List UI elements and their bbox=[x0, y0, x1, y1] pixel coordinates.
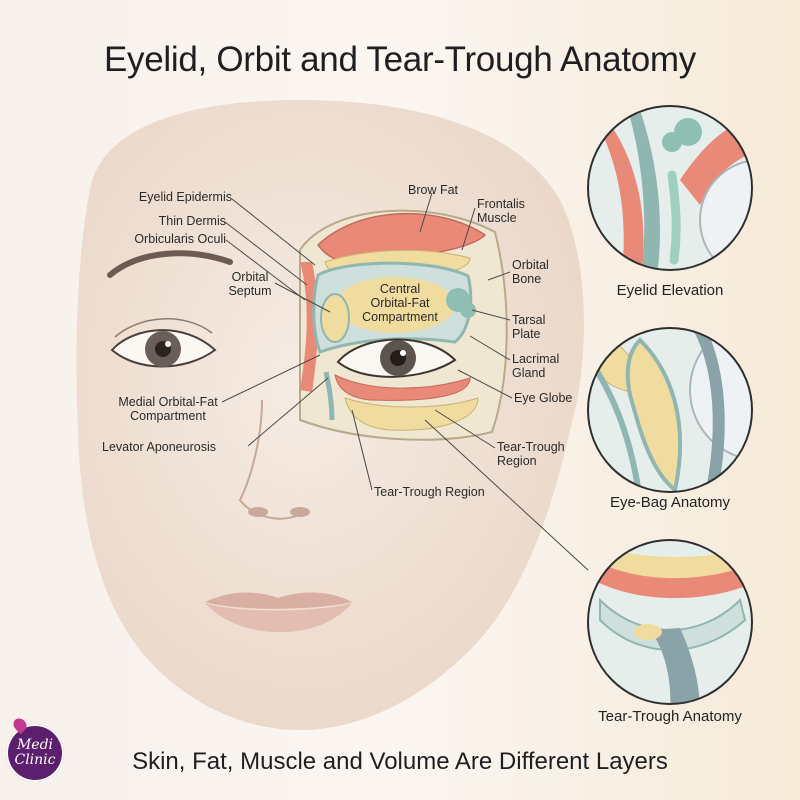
label-orbital-septum: Orbital Septum bbox=[228, 270, 272, 298]
bottom-caption: Skin, Fat, Muscle and Volume Are Differe… bbox=[132, 748, 668, 775]
label-brow-fat: Brow Fat bbox=[408, 183, 459, 197]
label-tarsal-plate: Tarsal Plate bbox=[512, 313, 546, 341]
upper-lip bbox=[205, 592, 352, 609]
lower-lid-muscle bbox=[334, 374, 471, 401]
left-eyebrow bbox=[107, 250, 233, 278]
nose bbox=[238, 399, 306, 520]
label-thin-dermis: Thin Dermis bbox=[158, 214, 226, 228]
panel-caption-eye-bag: Eye-Bag Anatomy bbox=[609, 494, 731, 511]
label-orbicularis-oculi: Orbicularis Oculi bbox=[134, 232, 226, 246]
cutaway-section bbox=[299, 209, 508, 441]
label-eyelid-epidermis: Eyelid Epidermis bbox=[138, 190, 232, 204]
label-levator-aponeurosis: Levator Aponeurosis bbox=[102, 440, 216, 454]
panel-tear-trough bbox=[587, 539, 753, 705]
label-frontalis-muscle: Frontalis Muscle bbox=[477, 197, 525, 225]
page-title: Eyelid, Orbit and Tear-Trough Anatomy bbox=[104, 40, 696, 79]
logo-line1: Medi bbox=[16, 737, 54, 753]
tear-trough-fat bbox=[344, 397, 479, 431]
panel-caption-tear-trough: Tear-Trough Anatomy bbox=[598, 708, 742, 725]
label-lacrimal-gland: Lacrimal Gland bbox=[512, 352, 560, 380]
label-tear-trough-right: Tear-Trough Region bbox=[497, 440, 565, 468]
leader-lines bbox=[221, 192, 589, 571]
panel-eye-bag bbox=[587, 327, 753, 493]
label-medial-fat: Medial Orbital-Fat Compartment bbox=[118, 395, 218, 423]
orbital-septum-fat bbox=[320, 293, 350, 343]
clinic-logo: Medi Clinic bbox=[6, 715, 64, 782]
levator-aponeurosis-shape bbox=[323, 371, 335, 421]
lower-lip bbox=[205, 603, 352, 633]
label-eye-globe: Eye Globe bbox=[514, 391, 573, 405]
label-orbital-bone: Orbital Bone bbox=[512, 258, 549, 286]
label-tear-trough-bottom: Tear-Trough Region bbox=[374, 485, 485, 499]
panel-eyelid-elevation bbox=[587, 105, 753, 271]
panel-caption-elevation: Eyelid Elevation bbox=[616, 282, 724, 299]
logo-line2: Clinic bbox=[14, 752, 56, 768]
label-central-fat: Central Orbital-Fat Compartment bbox=[362, 282, 438, 324]
